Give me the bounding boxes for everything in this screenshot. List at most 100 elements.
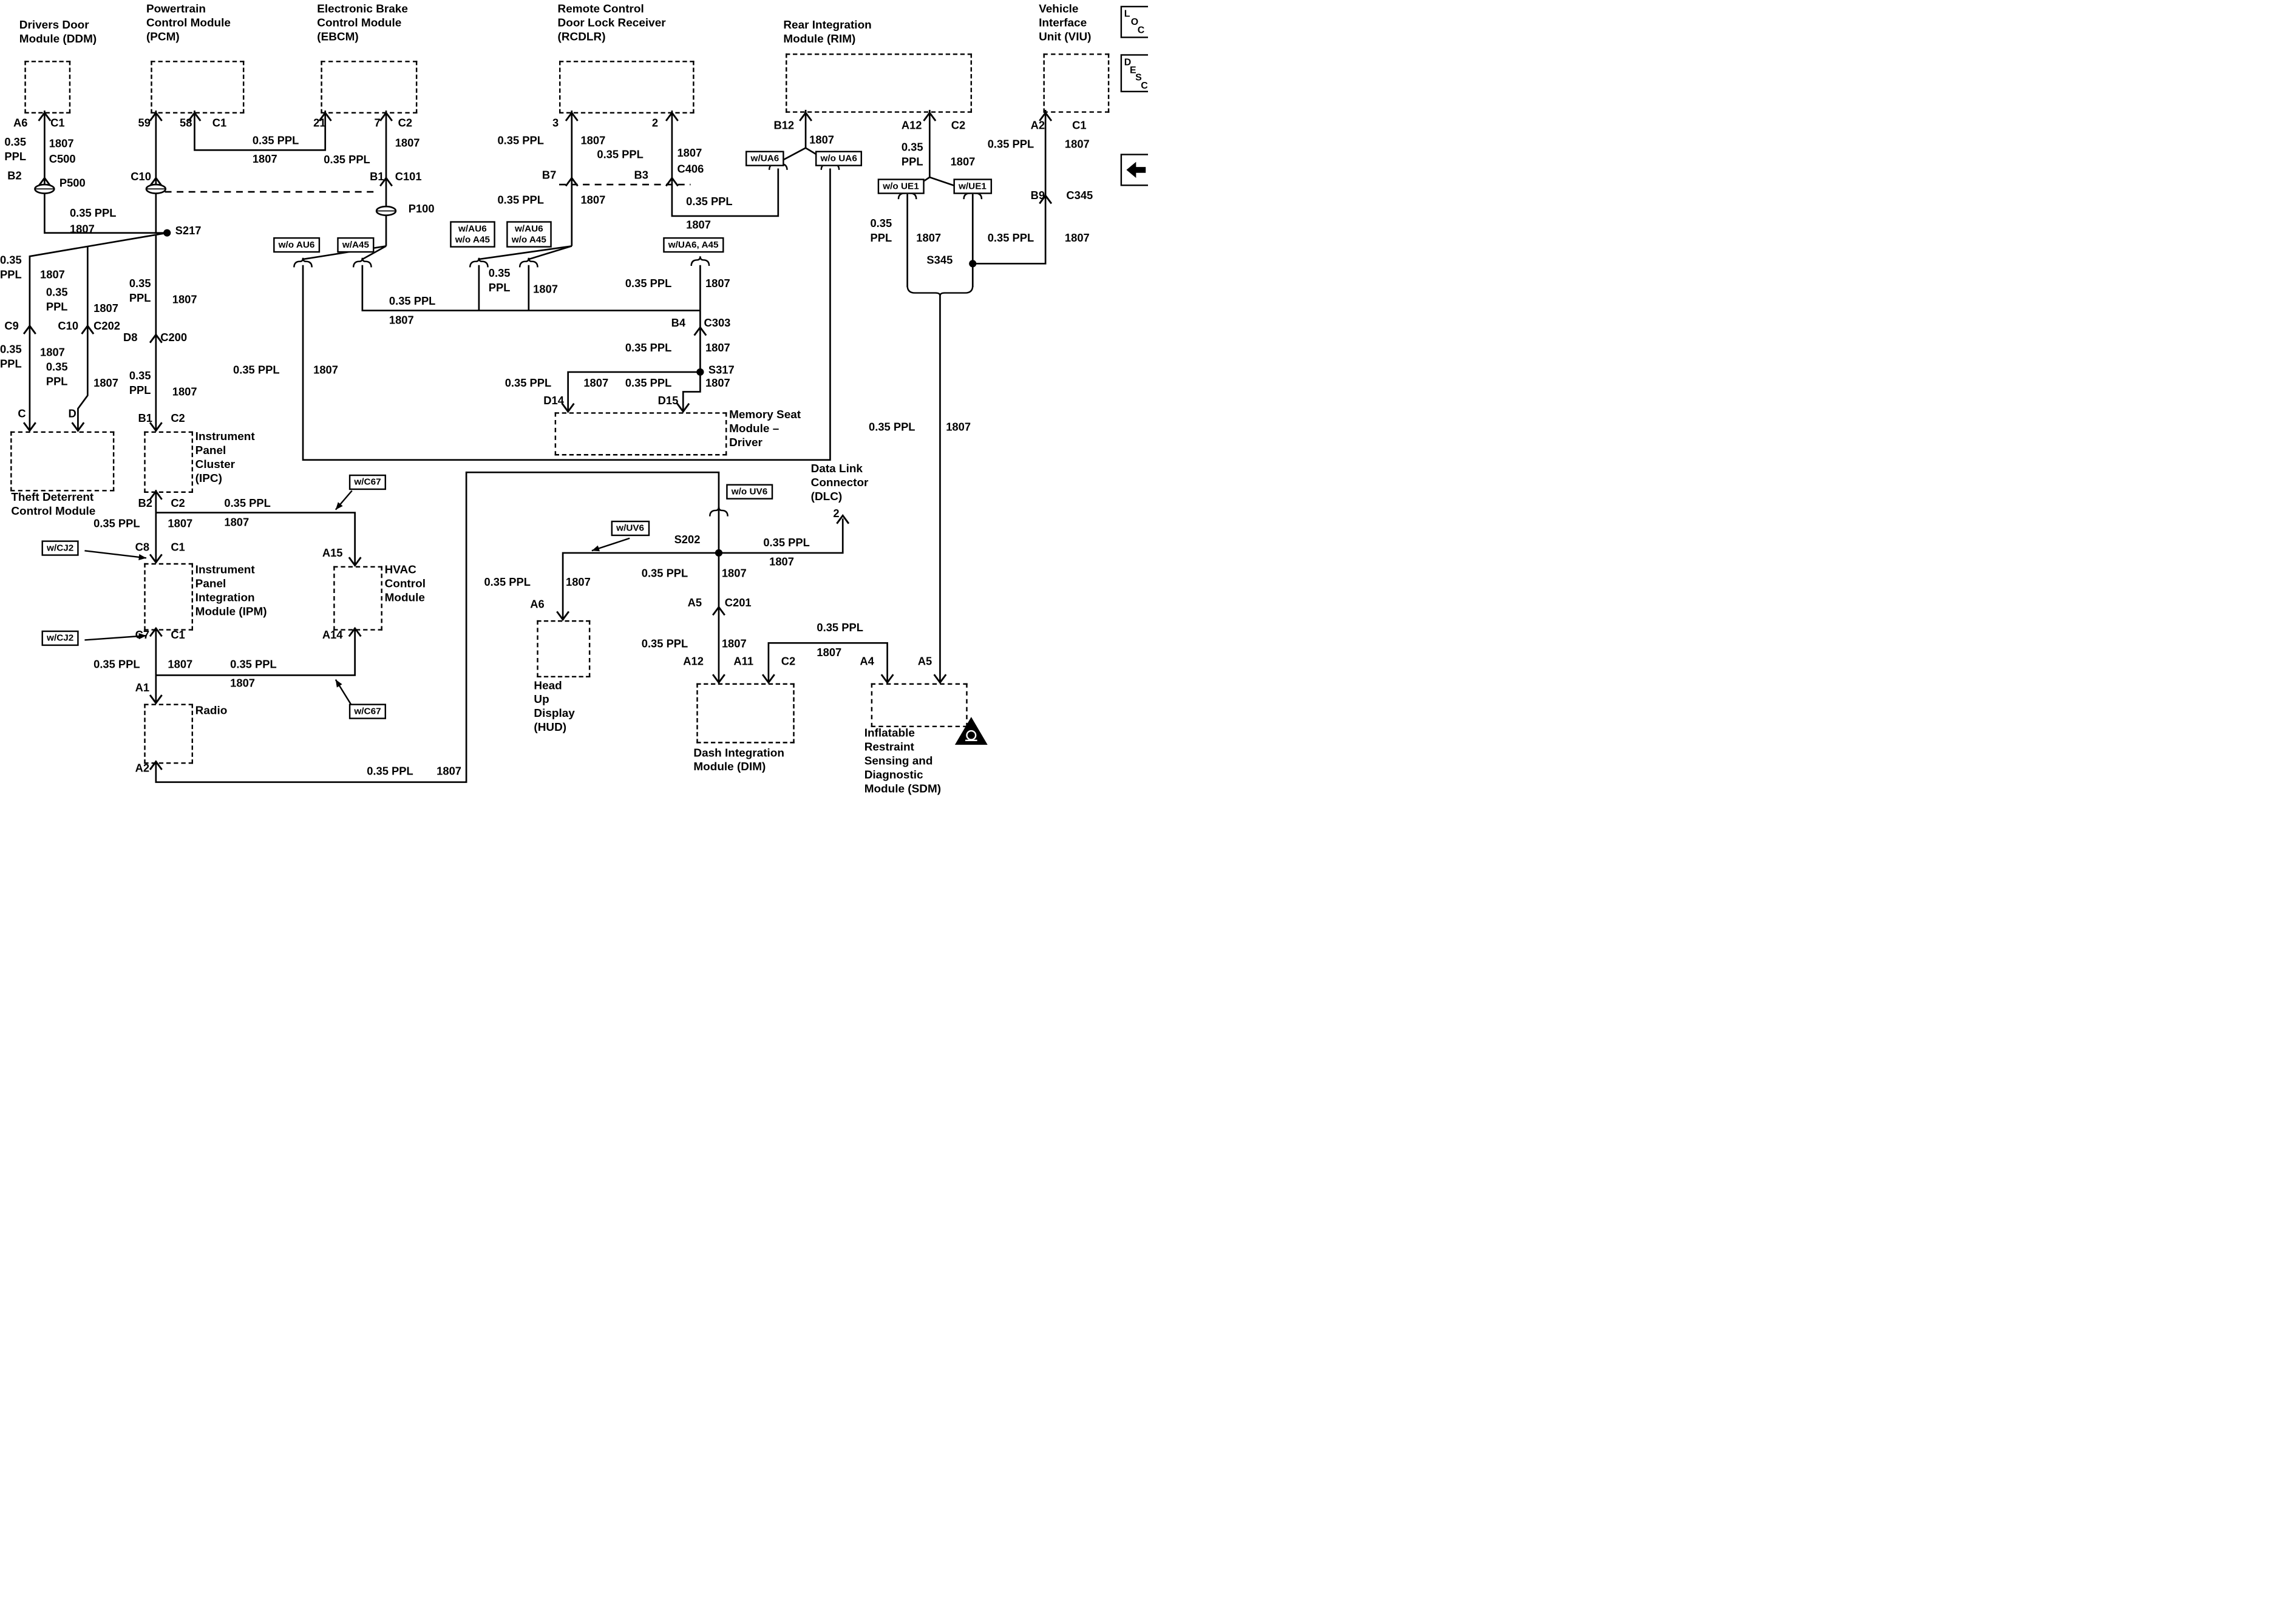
wire-label: 0.35 PPL	[93, 517, 140, 531]
wire-label: 1807	[809, 134, 834, 147]
module-box-rim	[786, 53, 973, 113]
module-box-ipm	[144, 563, 194, 631]
wire-label: B2	[7, 169, 22, 183]
wire-label: C201	[724, 597, 752, 609]
wire-label: 0.35 PPL	[497, 194, 544, 207]
option-tag: w/UA6	[745, 151, 784, 166]
pointer-arrow	[84, 550, 147, 559]
module-title-ipm: Instrument Panel Integration Module (IPM…	[195, 564, 267, 618]
wire-label: C200	[160, 331, 188, 345]
splice-dot-s217	[163, 229, 171, 237]
wire-label: 0.35 PPL	[763, 537, 810, 549]
module-box-radio	[144, 703, 194, 764]
wire-split	[362, 245, 387, 260]
option-tag: w/UE1	[953, 178, 992, 194]
wire-label: A11	[733, 655, 754, 668]
wire-label: 1807	[49, 137, 74, 151]
wire-label: PPL	[129, 384, 151, 397]
wire-label: 1807	[580, 194, 606, 207]
pin-chevron-icon	[556, 611, 570, 622]
wire	[155, 512, 356, 566]
option-tag: w/AU6 w/o A45	[506, 221, 552, 248]
merge-brace-icon	[906, 285, 974, 296]
wire-label: 2	[651, 117, 659, 130]
wire-label: 1807	[93, 377, 118, 390]
back-arrow-icon	[1126, 161, 1146, 178]
wire-label: C1	[212, 117, 227, 130]
wire	[562, 552, 719, 620]
wire-label: A1	[135, 682, 150, 694]
wire	[671, 110, 779, 217]
wire-label: 1807	[677, 147, 702, 160]
module-box-pcm	[151, 61, 245, 114]
pointer-arrowhead-icon	[138, 554, 146, 560]
wire-label: B7	[542, 169, 557, 182]
diagram-scale-wrapper: Drivers Door Module (DDM)Powertrain Cont…	[0, 0, 1148, 808]
option-tag: w/UV6	[611, 520, 650, 536]
pointer-arrowhead-icon	[335, 679, 342, 688]
pin-chevron-icon	[693, 325, 707, 336]
wire-label: A15	[322, 547, 343, 560]
pin-chevron-icon	[379, 176, 393, 187]
wire-label: 1807	[1064, 232, 1090, 245]
wire-label: B3	[634, 169, 648, 182]
pin-chevron-icon	[149, 554, 163, 564]
wire-label: B1	[138, 412, 152, 425]
wire-split	[528, 245, 572, 260]
wire	[155, 471, 720, 783]
module-box-memory-seat	[554, 412, 727, 456]
option-tag: w/o UE1	[877, 178, 925, 194]
option-tag: w/UA6, A45	[663, 237, 724, 253]
pointer-arrow	[84, 635, 147, 641]
splice-label-s317: S317	[708, 364, 735, 377]
wire-label: PPL	[870, 232, 892, 245]
wire-label: 0.35 PPL	[987, 232, 1034, 245]
wire-label: 0.35 PPL	[686, 195, 733, 208]
wire-label: 0.35 PPL	[484, 576, 531, 589]
wire-label: B2	[138, 497, 152, 510]
wire-label: 0.35 PPL	[641, 637, 688, 651]
wire-label: PPL	[488, 282, 511, 295]
wire-label: 1807	[436, 765, 462, 778]
wire-label: 0.35 PPL	[324, 154, 370, 166]
module-box-ddm	[24, 61, 71, 114]
wire-label: A6	[13, 117, 28, 130]
wire-label: 1807	[950, 155, 976, 169]
module-title-pcm: Powertrain Control Module (PCM)	[146, 2, 231, 43]
option-tag: w/AU6 w/o A45	[450, 221, 495, 248]
pin-chevron-icon	[676, 402, 690, 413]
pin-chevron-icon	[561, 402, 575, 413]
wire-label: 1807	[313, 364, 338, 377]
wire-label: 59	[138, 117, 151, 130]
desc-letter: D	[1124, 56, 1132, 67]
option-brace-icon	[518, 257, 538, 268]
wire-label: 1807	[946, 421, 971, 434]
wire-label: C303	[704, 317, 731, 330]
wire-label: 0.35 PPL	[252, 134, 299, 147]
desc-letter: C	[1141, 79, 1148, 91]
wire-label: C10	[131, 171, 151, 183]
wire-label: 0.35 PPL	[224, 497, 271, 510]
wire-label: 1807	[533, 283, 559, 296]
wire-label: 0.35	[0, 343, 22, 356]
option-brace-icon	[690, 256, 710, 266]
connector-label-p100: P100	[408, 203, 435, 215]
back-arrow-button[interactable]	[1120, 154, 1148, 186]
wire	[194, 110, 327, 151]
wire-label: 1807	[40, 268, 65, 282]
wire-label: D15	[657, 395, 679, 407]
wire-label: B9	[1030, 189, 1045, 202]
module-title-memory-seat: Memory Seat Module – Driver	[729, 408, 801, 449]
pin-chevron-icon	[149, 176, 163, 187]
wire-label: 1807	[916, 232, 942, 245]
wire-label: 1807	[40, 346, 65, 359]
splice-dot-s345	[969, 260, 977, 268]
pin-chevron-icon	[81, 324, 95, 335]
wire-label: 1807	[721, 568, 747, 580]
splice-label-s202: S202	[674, 534, 701, 547]
wire	[77, 246, 89, 432]
module-box-dim	[696, 683, 795, 744]
wire-label: 0.35	[4, 136, 27, 149]
